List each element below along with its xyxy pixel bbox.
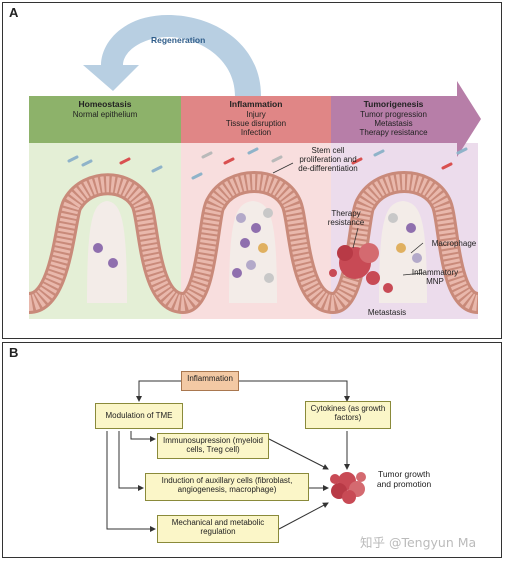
stage-inflammation-line: Injury — [246, 110, 266, 119]
tumorigenesis-arrow — [331, 81, 481, 157]
panel-b: B — [2, 342, 502, 558]
inflammation-box: Inflammation — [181, 371, 239, 391]
stage-tumorigenesis-title: Tumorigenesis — [363, 99, 424, 109]
stage-tumorigenesis-line: Metastasis — [374, 119, 413, 128]
stem-cell-annotation: Stem cell proliferation and de-different… — [298, 146, 358, 173]
stage-inflammation-title: Inflammation — [229, 99, 283, 109]
stage-tumorigenesis-line: Therapy resistance — [359, 128, 428, 137]
bacteria — [67, 147, 468, 180]
metastasis-annotation: Metastasis — [367, 308, 407, 317]
inflammatory-mnp-annotation: Inflammatory MNP — [411, 268, 459, 286]
stage-tumorigenesis-line: Tumor progression — [360, 110, 427, 119]
regeneration-label: Regeneration — [151, 35, 206, 45]
stage-tumorigenesis: Tumorigenesis Tumor progression Metastas… — [331, 99, 456, 138]
panel-b-letter: B — [9, 345, 19, 360]
inflammation-bar — [181, 96, 331, 143]
stage-inflammation-line: Tissue disruption — [225, 119, 287, 128]
stage-inflammation: Inflammation Injury Tissue disruption In… — [181, 99, 331, 138]
stage-homeostasis-line: Normal epithelium — [72, 110, 138, 119]
stage-inflammation-line: Infection — [240, 128, 272, 137]
immunosupression-box: Immunosupression (myeloid cells, Treg ce… — [157, 433, 269, 459]
mechanical-box: Mechanical and metabolic regulation — [157, 515, 279, 543]
flow-arrows — [106, 380, 366, 532]
panel-a-letter: A — [9, 5, 19, 20]
stage-homeostasis-title: Homeostasis — [78, 99, 132, 109]
modulation-tme-box: Modulation of TME — [95, 403, 183, 429]
panel-a-illustration — [26, 15, 481, 319]
induction-box: Induction of auxillary cells (fibroblast… — [145, 473, 309, 501]
stage-homeostasis: Homeostasis Normal epithelium — [29, 99, 181, 120]
panel-a: A — [2, 2, 502, 339]
macrophage-annotation: Macrophage — [431, 239, 477, 248]
tumor-mass-a — [329, 243, 393, 293]
regeneration-arrow — [83, 15, 261, 96]
therapy-resistance-annotation: Therapy resistance — [327, 209, 365, 227]
homeostasis-bar — [29, 96, 181, 143]
cytokines-box: Cytokines (as growth factors) — [305, 401, 391, 429]
tumor-cluster-b — [330, 472, 366, 504]
watermark: 知乎 @Tengyun Ma — [360, 535, 477, 550]
immune-cells — [93, 208, 422, 283]
tumor-growth-label: Tumor growth and promotion — [376, 469, 432, 489]
